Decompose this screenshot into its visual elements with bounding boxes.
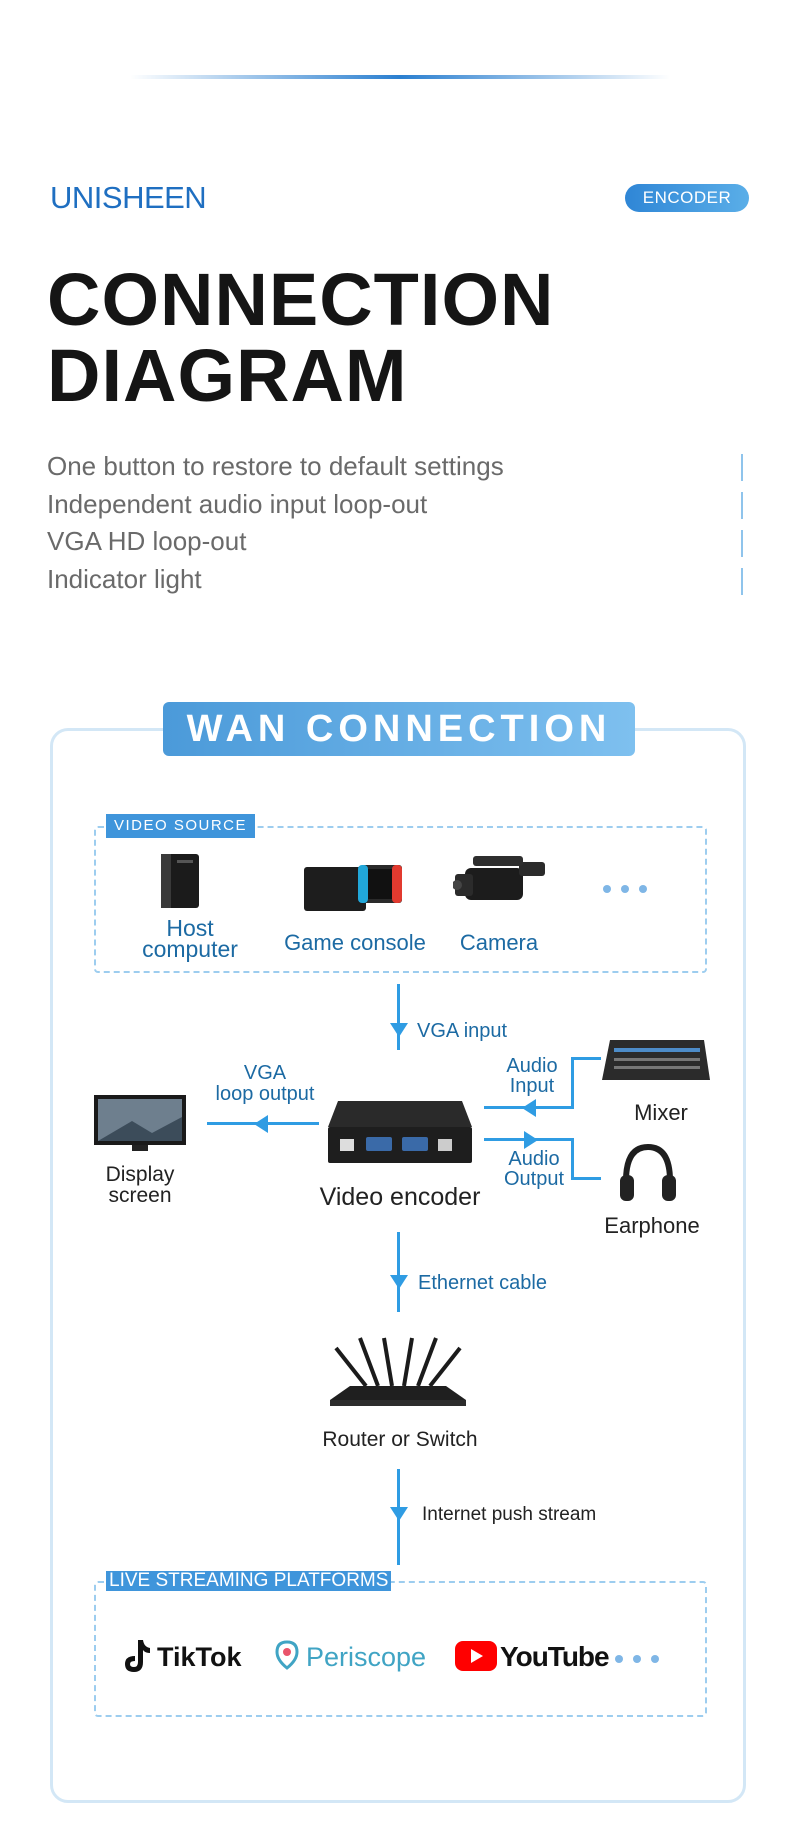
video-encoder-icon (328, 1101, 472, 1163)
brand-logo: UNISHEEN (50, 180, 207, 215)
feature-list: One button to restore to default setting… (47, 448, 504, 598)
audio-input-label: Audio Input (506, 1055, 558, 1097)
feature-item: One button to restore to default setting… (47, 451, 504, 481)
audio-output-line-h (571, 1177, 601, 1180)
camera-label: Camera (459, 930, 539, 955)
youtube-icon (455, 1641, 497, 1671)
mixer-icon (602, 1040, 710, 1080)
encoder-label: Video encoder (319, 1183, 481, 1211)
vga-input-label: VGA input (417, 1020, 508, 1042)
audio-input-line-h (571, 1057, 601, 1060)
top-divider (130, 75, 670, 79)
periscope-logo-text: Periscope (306, 1642, 427, 1672)
more-sources-icon (598, 880, 652, 898)
decor-tick (741, 530, 743, 557)
router-icon (330, 1337, 466, 1406)
host-computer-icon (161, 854, 199, 908)
vga-input-line (397, 984, 400, 1050)
earphone-label: Earphone (604, 1213, 700, 1238)
tiktok-icon (125, 1640, 150, 1672)
video-source-box (94, 826, 707, 973)
decor-tick (741, 454, 743, 481)
tiktok-logo-text: TikTok (157, 1642, 242, 1672)
title-line-1: CONNECTION (47, 258, 555, 341)
vga-loop-label: VGA loop output (215, 1062, 315, 1105)
internet-label: Internet push stream (422, 1504, 597, 1525)
video-source-tag: VIDEO SOURCE (106, 814, 256, 838)
router-label: Router or Switch (322, 1428, 478, 1451)
arrow-right-icon (524, 1131, 538, 1149)
earphone-icon (620, 1143, 676, 1201)
arrow-down-icon (390, 1507, 408, 1521)
decor-tick (741, 568, 743, 595)
more-platforms-icon (610, 1650, 664, 1668)
platforms-box (94, 1581, 707, 1717)
feature-item: Independent audio input loop-out (47, 488, 428, 519)
feature-item: Indicator light (47, 563, 202, 594)
section-title: WAN CONNECTION (163, 702, 635, 756)
camera-icon (453, 856, 545, 900)
periscope-icon (275, 1640, 299, 1670)
game-console-label: Game console (284, 930, 426, 955)
arrow-left-icon (522, 1099, 536, 1117)
audio-input-line-v (571, 1057, 574, 1109)
display-screen-icon (94, 1095, 186, 1151)
page-title: CONNECTION DIAGRAM (47, 262, 554, 414)
category-badge: ENCODER (625, 184, 749, 212)
audio-output-label: Audio Output (503, 1148, 565, 1190)
arrow-down-icon (390, 1023, 408, 1037)
arrow-left-icon (254, 1115, 268, 1133)
arrow-down-icon (390, 1275, 408, 1289)
audio-output-line-v (571, 1138, 574, 1180)
game-console-icon (304, 865, 402, 911)
mixer-label: Mixer (634, 1100, 688, 1125)
decor-tick (741, 492, 743, 519)
ethernet-line (397, 1232, 400, 1312)
feature-item: VGA HD loop-out (47, 526, 247, 556)
platforms-tag: LIVE STREAMING PLATFORMS (106, 1571, 392, 1591)
youtube-logo-text: YouTube (500, 1641, 610, 1672)
host-computer-label: Host computer (142, 915, 238, 962)
title-line-2: DIAGRAM (47, 334, 408, 417)
display-screen-label: Display screen (105, 1163, 175, 1207)
ethernet-label: Ethernet cable (418, 1272, 547, 1294)
